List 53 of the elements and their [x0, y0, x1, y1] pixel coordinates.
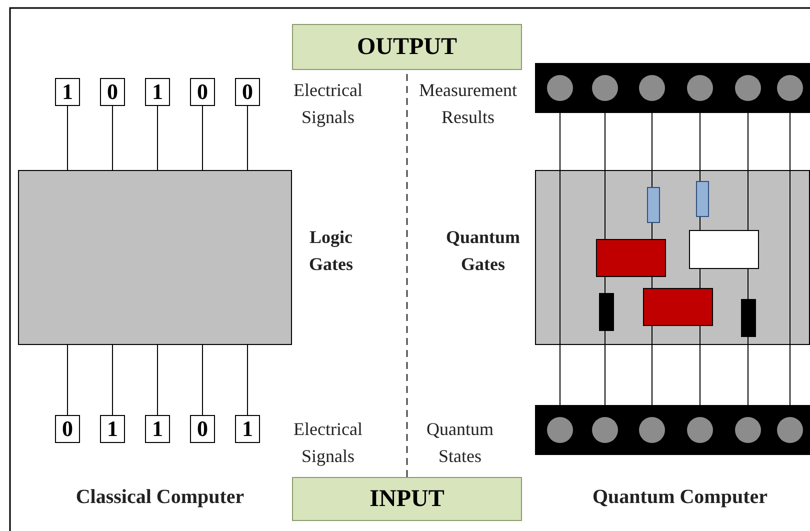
- bit-box: 0: [100, 78, 125, 106]
- bit-box: 0: [190, 415, 215, 443]
- qubit-circle: [687, 417, 713, 443]
- computer-box: [535, 170, 810, 345]
- qubit-circle: [639, 75, 665, 101]
- gate-label: Quantum Gates: [444, 226, 522, 276]
- computer-box: [18, 170, 292, 345]
- qubit-circle: [639, 417, 665, 443]
- connector-line: [202, 344, 203, 416]
- connector-line: [157, 106, 158, 170]
- signal-label: Electrical Signals: [292, 418, 364, 468]
- connector-line: [247, 344, 248, 416]
- gate-box: [596, 239, 666, 277]
- gate-box: [643, 288, 713, 326]
- connector-line: [157, 344, 158, 416]
- gate-box: [599, 293, 614, 331]
- caption-text: Quantum Computer: [591, 485, 768, 510]
- connector-line: [202, 106, 203, 170]
- bit-box: 1: [145, 78, 170, 106]
- qubit-circle: [547, 417, 573, 443]
- qubit-circle: [777, 75, 803, 101]
- qubit-circle: [592, 417, 618, 443]
- bit-box: 1: [100, 415, 125, 443]
- signal-label: Measurement Results: [418, 79, 518, 129]
- gate-label: Logic Gates: [308, 226, 354, 276]
- label-box: INPUT: [292, 477, 522, 521]
- bit-box: 0: [55, 415, 80, 443]
- bit-box: 1: [55, 78, 80, 106]
- bit-box: 0: [235, 78, 260, 106]
- gate-box: [689, 230, 759, 269]
- connector-line: [112, 344, 113, 416]
- gate-box: [741, 299, 756, 337]
- gate-box: [647, 187, 660, 223]
- qubit-register-bar: [535, 405, 810, 455]
- qubit-circle: [687, 75, 713, 101]
- connector-line: [247, 106, 248, 170]
- qubit-circle: [592, 75, 618, 101]
- gate-box: [696, 181, 709, 217]
- qubit-circle: [735, 417, 761, 443]
- bit-box: 1: [145, 415, 170, 443]
- label-box: OUTPUT: [292, 24, 522, 70]
- bit-box: 1: [235, 415, 260, 443]
- qubit-circle: [777, 417, 803, 443]
- qubit-register-bar: [535, 63, 810, 113]
- signal-label: Electrical Signals: [292, 79, 364, 129]
- connector-line: [67, 344, 68, 416]
- caption-text: Classical Computer: [74, 485, 246, 510]
- bit-box: 0: [190, 78, 215, 106]
- signal-label: Quantum States: [426, 418, 494, 468]
- connector-line: [112, 106, 113, 170]
- qubit-circle: [735, 75, 761, 101]
- connector-line: [67, 106, 68, 170]
- qubit-circle: [547, 75, 573, 101]
